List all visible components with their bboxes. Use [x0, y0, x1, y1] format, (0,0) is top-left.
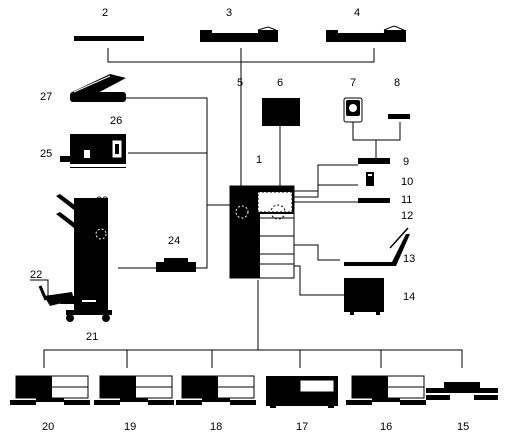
option-21-finisher [56, 194, 112, 322]
option-4-dual-scan-document-feeder [326, 25, 406, 42]
label-17: 17 [296, 421, 308, 433]
option-19-paper-feed-cabinet [94, 375, 174, 405]
option-6-image-controller [262, 98, 300, 126]
label-11: 11 [401, 194, 412, 206]
option-3-reverse-automatic-document-feeder [200, 26, 278, 42]
option-26-punch-kit [111, 139, 123, 159]
label-23: 23 [96, 195, 108, 207]
label-27: 27 [40, 91, 52, 103]
option-11-local-interface-kit [358, 198, 390, 203]
callout-labels: 1 2 3 4 5 6 7 8 9 10 11 12 13 14 15 16 1… [30, 7, 469, 433]
option-27-job-separator [70, 74, 126, 102]
label-24: 24 [168, 235, 180, 247]
option-13-bypass-tray [344, 227, 410, 266]
label-18: 18 [210, 421, 222, 433]
option-24-relay-unit [156, 258, 196, 272]
label-10: 10 [401, 176, 413, 188]
option-23-punch-kit [95, 228, 107, 240]
label-7: 7 [350, 77, 356, 89]
option-22-output-tray [38, 285, 74, 306]
label-22: 22 [30, 269, 42, 281]
label-6: 6 [277, 77, 283, 89]
option-17-paper-feed-cabinet [266, 376, 338, 408]
option-12-fax-kit [286, 206, 356, 208]
label-16: 16 [380, 421, 392, 433]
option-15-desk [426, 382, 498, 400]
label-12: 12 [401, 210, 413, 222]
label-9: 9 [403, 156, 409, 168]
option-16-paper-feed-cabinet [346, 375, 426, 405]
connector-lines [30, 48, 463, 368]
option-14-large-capacity-unit [344, 278, 384, 315]
label-1: 1 [256, 154, 262, 166]
label-25: 25 [40, 148, 52, 160]
label-8: 8 [394, 77, 400, 89]
option-8-authentication-unit-card [388, 114, 410, 119]
option-9-working-table [358, 158, 390, 164]
main-unit [229, 185, 295, 279]
label-14: 14 [403, 291, 415, 303]
option-20-paper-feed-cabinet [10, 375, 90, 405]
label-3: 3 [226, 7, 232, 19]
label-2: 2 [102, 7, 108, 19]
label-20: 20 [42, 421, 54, 433]
label-19: 19 [124, 421, 136, 433]
label-4: 4 [354, 7, 360, 19]
label-26: 26 [110, 115, 122, 127]
label-15: 15 [457, 421, 469, 433]
label-13: 13 [403, 253, 415, 265]
label-5: 5 [237, 77, 243, 89]
option-10-keyboard-holder [366, 172, 374, 186]
option-2-original-cover [74, 36, 144, 41]
label-21: 21 [86, 331, 98, 343]
option-7-authentication-unit [343, 97, 363, 123]
option-18-paper-feed-cabinet [176, 375, 256, 405]
